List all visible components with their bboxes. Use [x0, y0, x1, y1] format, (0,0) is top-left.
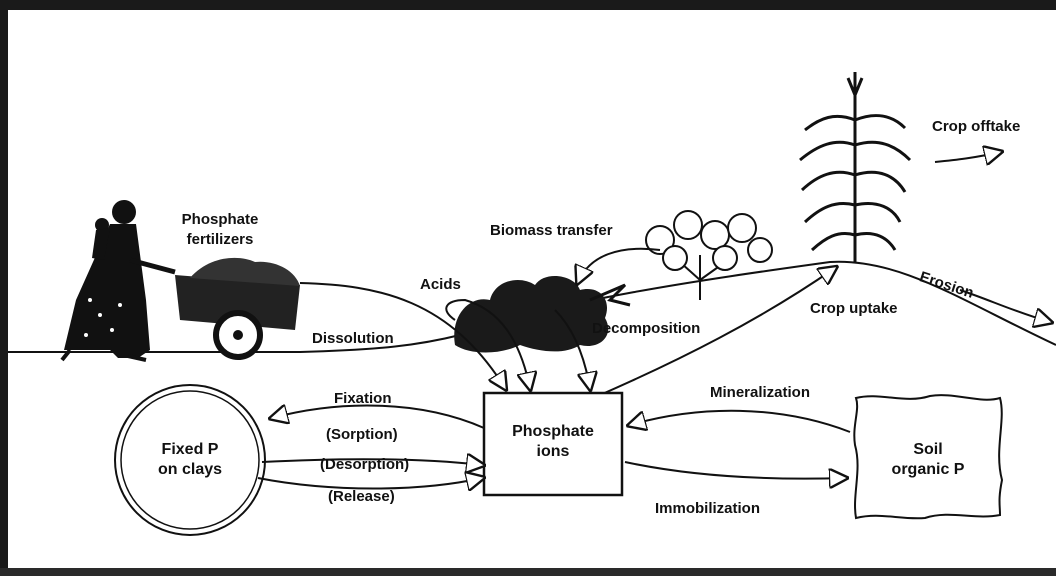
- soil-organic-p-label: Soil organic P: [866, 440, 990, 480]
- release-arrow: [258, 478, 482, 489]
- decomposition-label: Decomposition: [592, 320, 700, 337]
- fixed-p-label: Fixed P on clays: [130, 440, 250, 480]
- border-left: [0, 0, 8, 576]
- biomass-transfer-label: Biomass transfer: [490, 222, 613, 239]
- fixation-label: Fixation: [334, 390, 392, 407]
- phosphate-ions-label: Phosphate ions: [484, 422, 622, 462]
- phosphate-ions-label-line2: ions: [484, 442, 622, 462]
- immobilization-label: Immobilization: [655, 500, 760, 517]
- phosphate-fertilizers-label: Phosphate fertilizers: [170, 210, 270, 250]
- fixed-p-label-line1: Fixed P: [130, 440, 250, 460]
- mineralization-label: Mineralization: [710, 384, 810, 401]
- border-top: [0, 0, 1056, 10]
- release-label: (Release): [328, 488, 395, 505]
- acids-label: Acids: [420, 276, 461, 293]
- phosphate-fertilizers-label-line2: fertilizers: [170, 230, 270, 250]
- crop-offtake-label: Crop offtake: [932, 118, 1020, 135]
- dissolution-label: Dissolution: [312, 330, 394, 347]
- fixation-arrow: [272, 406, 484, 428]
- shrub-illustration: [454, 276, 630, 353]
- immobilization-arrow: [625, 462, 845, 479]
- mineralization-arrow: [630, 411, 850, 432]
- fixed-p-label-line2: on clays: [130, 460, 250, 480]
- crop-offtake-arrow: [935, 152, 1000, 162]
- biomass-transfer-arrow: [578, 249, 660, 282]
- phosphate-ions-label-line1: Phosphate: [484, 422, 622, 442]
- soil-organic-p-label-line2: organic P: [866, 460, 990, 480]
- sorption-label: (Sorption): [326, 426, 398, 443]
- soil-organic-p-label-line1: Soil: [866, 440, 990, 460]
- erosion-arrow: [960, 290, 1050, 322]
- maize-plant-illustration: [800, 72, 910, 262]
- border-bottom: [0, 568, 1056, 576]
- phosphate-fertilizers-label-line1: Phosphate: [170, 210, 270, 230]
- crop-uptake-label: Crop uptake: [810, 300, 898, 317]
- desorption-label: (Desorption): [320, 456, 409, 473]
